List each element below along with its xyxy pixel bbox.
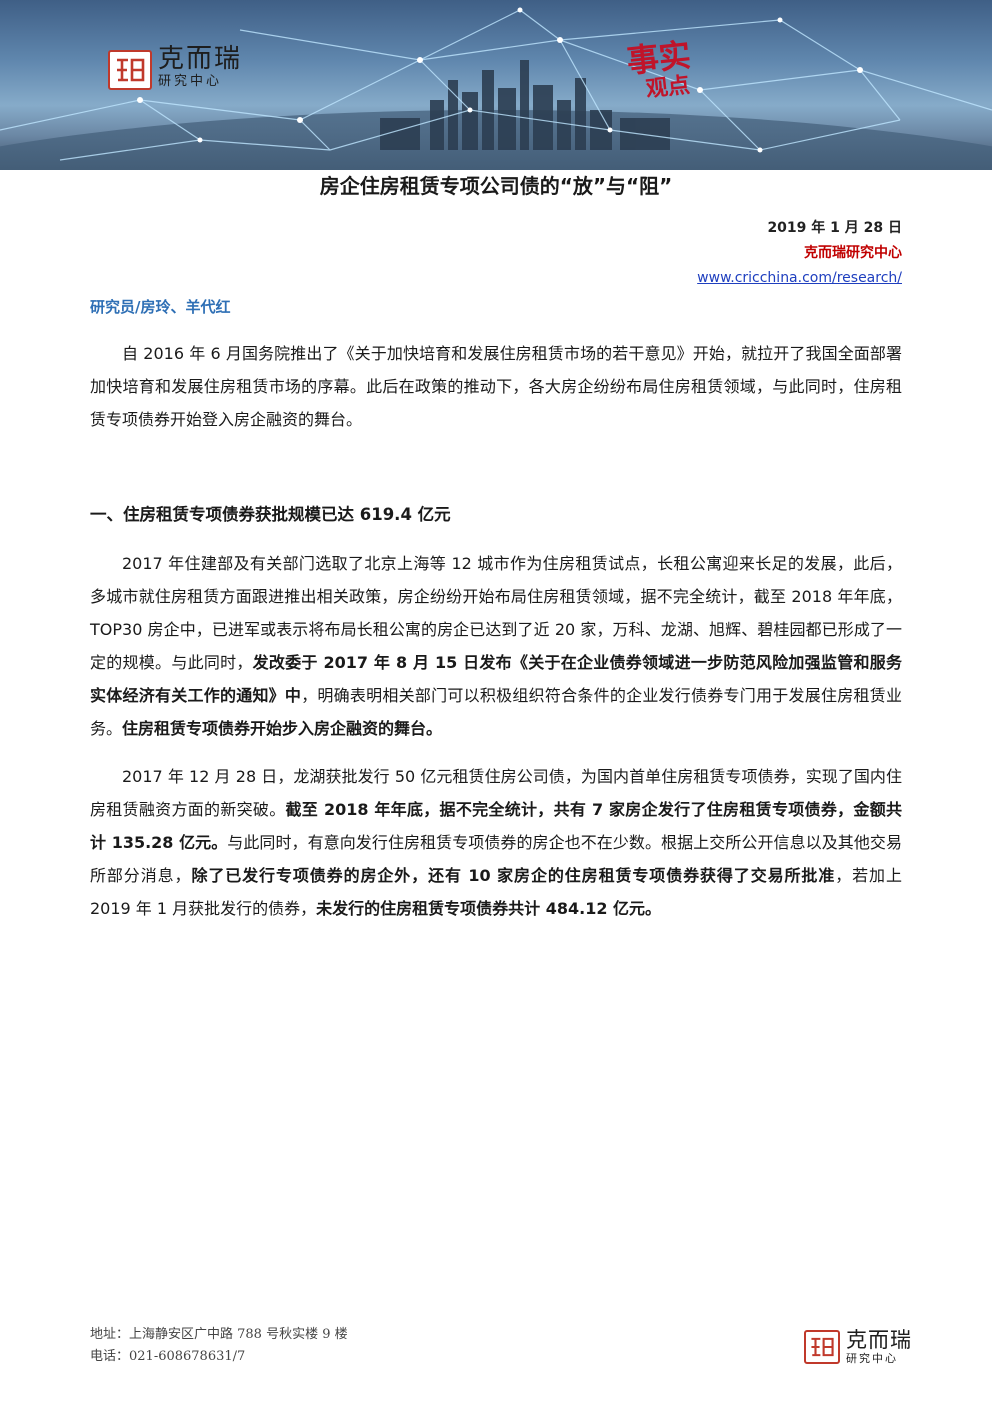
page-number: 1/7	[224, 1349, 246, 1364]
footer-logo-mark	[804, 1330, 840, 1364]
brand-name: 克而瑞	[158, 44, 243, 74]
publish-date: 2019 年 1 月 28 日	[767, 220, 902, 236]
brand-logo-mark	[108, 50, 152, 90]
brand-subtitle: 研究中心	[158, 74, 223, 89]
organization-name: 克而瑞研究中心	[804, 245, 902, 261]
text-run: 2017 年住建部及有关部门选取了北京上海等 12 城市作为住房租赁试点，长租公…	[90, 554, 902, 672]
text-run: 2017 年 12 月 28 日，龙湖获批发行 50 亿元租赁住房公司债，为国内…	[90, 767, 902, 819]
text-run-bold: 住房租赁专项债券开始步入房企融资的舞台。	[122, 719, 443, 738]
footer-brand-subtitle: 研究中心	[846, 1352, 898, 1365]
slogan: 事实 观点	[625, 36, 695, 103]
authors-line: 研究员/房玲、羊代红	[90, 298, 231, 316]
footer-address: 地址：上海静安区广中路 788 号秋实楼 9 楼	[90, 1327, 348, 1342]
brand-logo-text: 克而瑞 研究中心	[158, 44, 242, 90]
footer-brand-name: 克而瑞	[846, 1328, 912, 1352]
text-run: 与此同时，有意向发行住房租赁专项债券的房企也不在少数。根据上交所公开信息以及其他…	[90, 833, 902, 885]
city-network-illustration	[0, 7, 992, 170]
intro-paragraph: 自 2016 年 6 月国务院推出了《关于加快培育和发展住房租赁市场的若干意见》…	[90, 344, 902, 429]
slogan-line-2: 观点	[644, 72, 692, 103]
text-run-bold: 未发行的住房租赁专项债券共计 484.12 亿元。	[316, 899, 662, 918]
section-heading-1: 一、住房租赁专项债券获批规模已达 619.4 亿元	[90, 505, 451, 524]
section1-paragraph-1: 2017 年住建部及有关部门选取了北京上海等 12 城市作为住房租赁试点，长租公…	[90, 547, 902, 745]
footer-phone: 电话：021-60867863	[90, 1349, 225, 1364]
text-run-bold: 截至 2018 年年底，据不完全统计，共有 7 家房企发行了住房租赁专项债券，金…	[90, 800, 902, 852]
research-website-link[interactable]: www.cricchina.com/research/	[697, 270, 902, 286]
text-run-bold: 除了已发行专项债券的房企外，还有 10 家房企的住房租赁专项债券获得了交易所批准	[191, 866, 836, 885]
footer-logo-text: 克而瑞 研究中心	[846, 1328, 912, 1366]
footer-seal-icon	[811, 1337, 834, 1357]
text-run: ，若加上 2019 年 1 月获批发行的债券，	[90, 866, 902, 918]
text-run-bold: 发改委于 2017 年 8 月 15 日发布《关于在企业债券领域进一步防范风险加…	[90, 653, 902, 705]
document-title: 房企住房租赁专项公司债的“放”与“阻”	[319, 174, 673, 198]
footer-phone-line: 电话：021-608678631/7	[90, 1347, 245, 1367]
brand-seal-icon	[117, 58, 145, 82]
header-banner: 克而瑞 研究中心 事实 观点	[0, 0, 992, 170]
text-run: ，明确表明相关部门可以积极组织符合条件的企业发行债券专门用于发展住房租赁业务。	[90, 686, 902, 738]
section1-paragraph-2: 2017 年 12 月 28 日，龙湖获批发行 50 亿元租赁住房公司债，为国内…	[90, 760, 902, 925]
